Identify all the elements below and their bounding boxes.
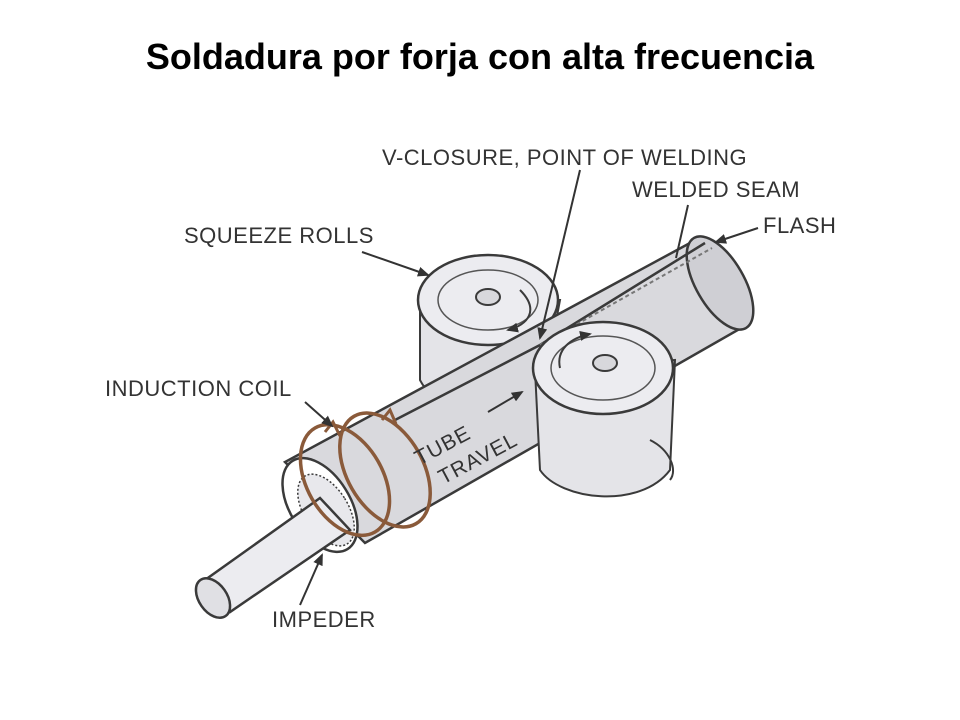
label-welded-seam: WELDED SEAM bbox=[632, 177, 800, 202]
leader-induction-coil bbox=[304, 401, 334, 428]
leader-welded-seam bbox=[675, 204, 689, 259]
label-flash: FLASH bbox=[763, 213, 836, 238]
label-impeder: IMPEDER bbox=[272, 607, 376, 632]
impeder bbox=[194, 496, 352, 619]
leader-squeeze-rolls bbox=[361, 251, 430, 277]
squeeze-roll-front bbox=[531, 320, 677, 498]
label-induction-coil: INDUCTION COIL bbox=[105, 376, 292, 401]
leader-v-closure bbox=[537, 169, 581, 340]
induction-coil bbox=[298, 407, 432, 538]
label-squeeze-rolls: SQUEEZE ROLLS bbox=[184, 223, 374, 248]
leader-flash bbox=[714, 227, 759, 244]
leader-impeder bbox=[299, 553, 323, 606]
slide-title: Soldadura por forja con alta frecuencia bbox=[145, 36, 815, 77]
tube-travel-arrow bbox=[487, 390, 524, 413]
label-v-closure: V-CLOSURE, POINT OF WELDING bbox=[382, 145, 747, 170]
